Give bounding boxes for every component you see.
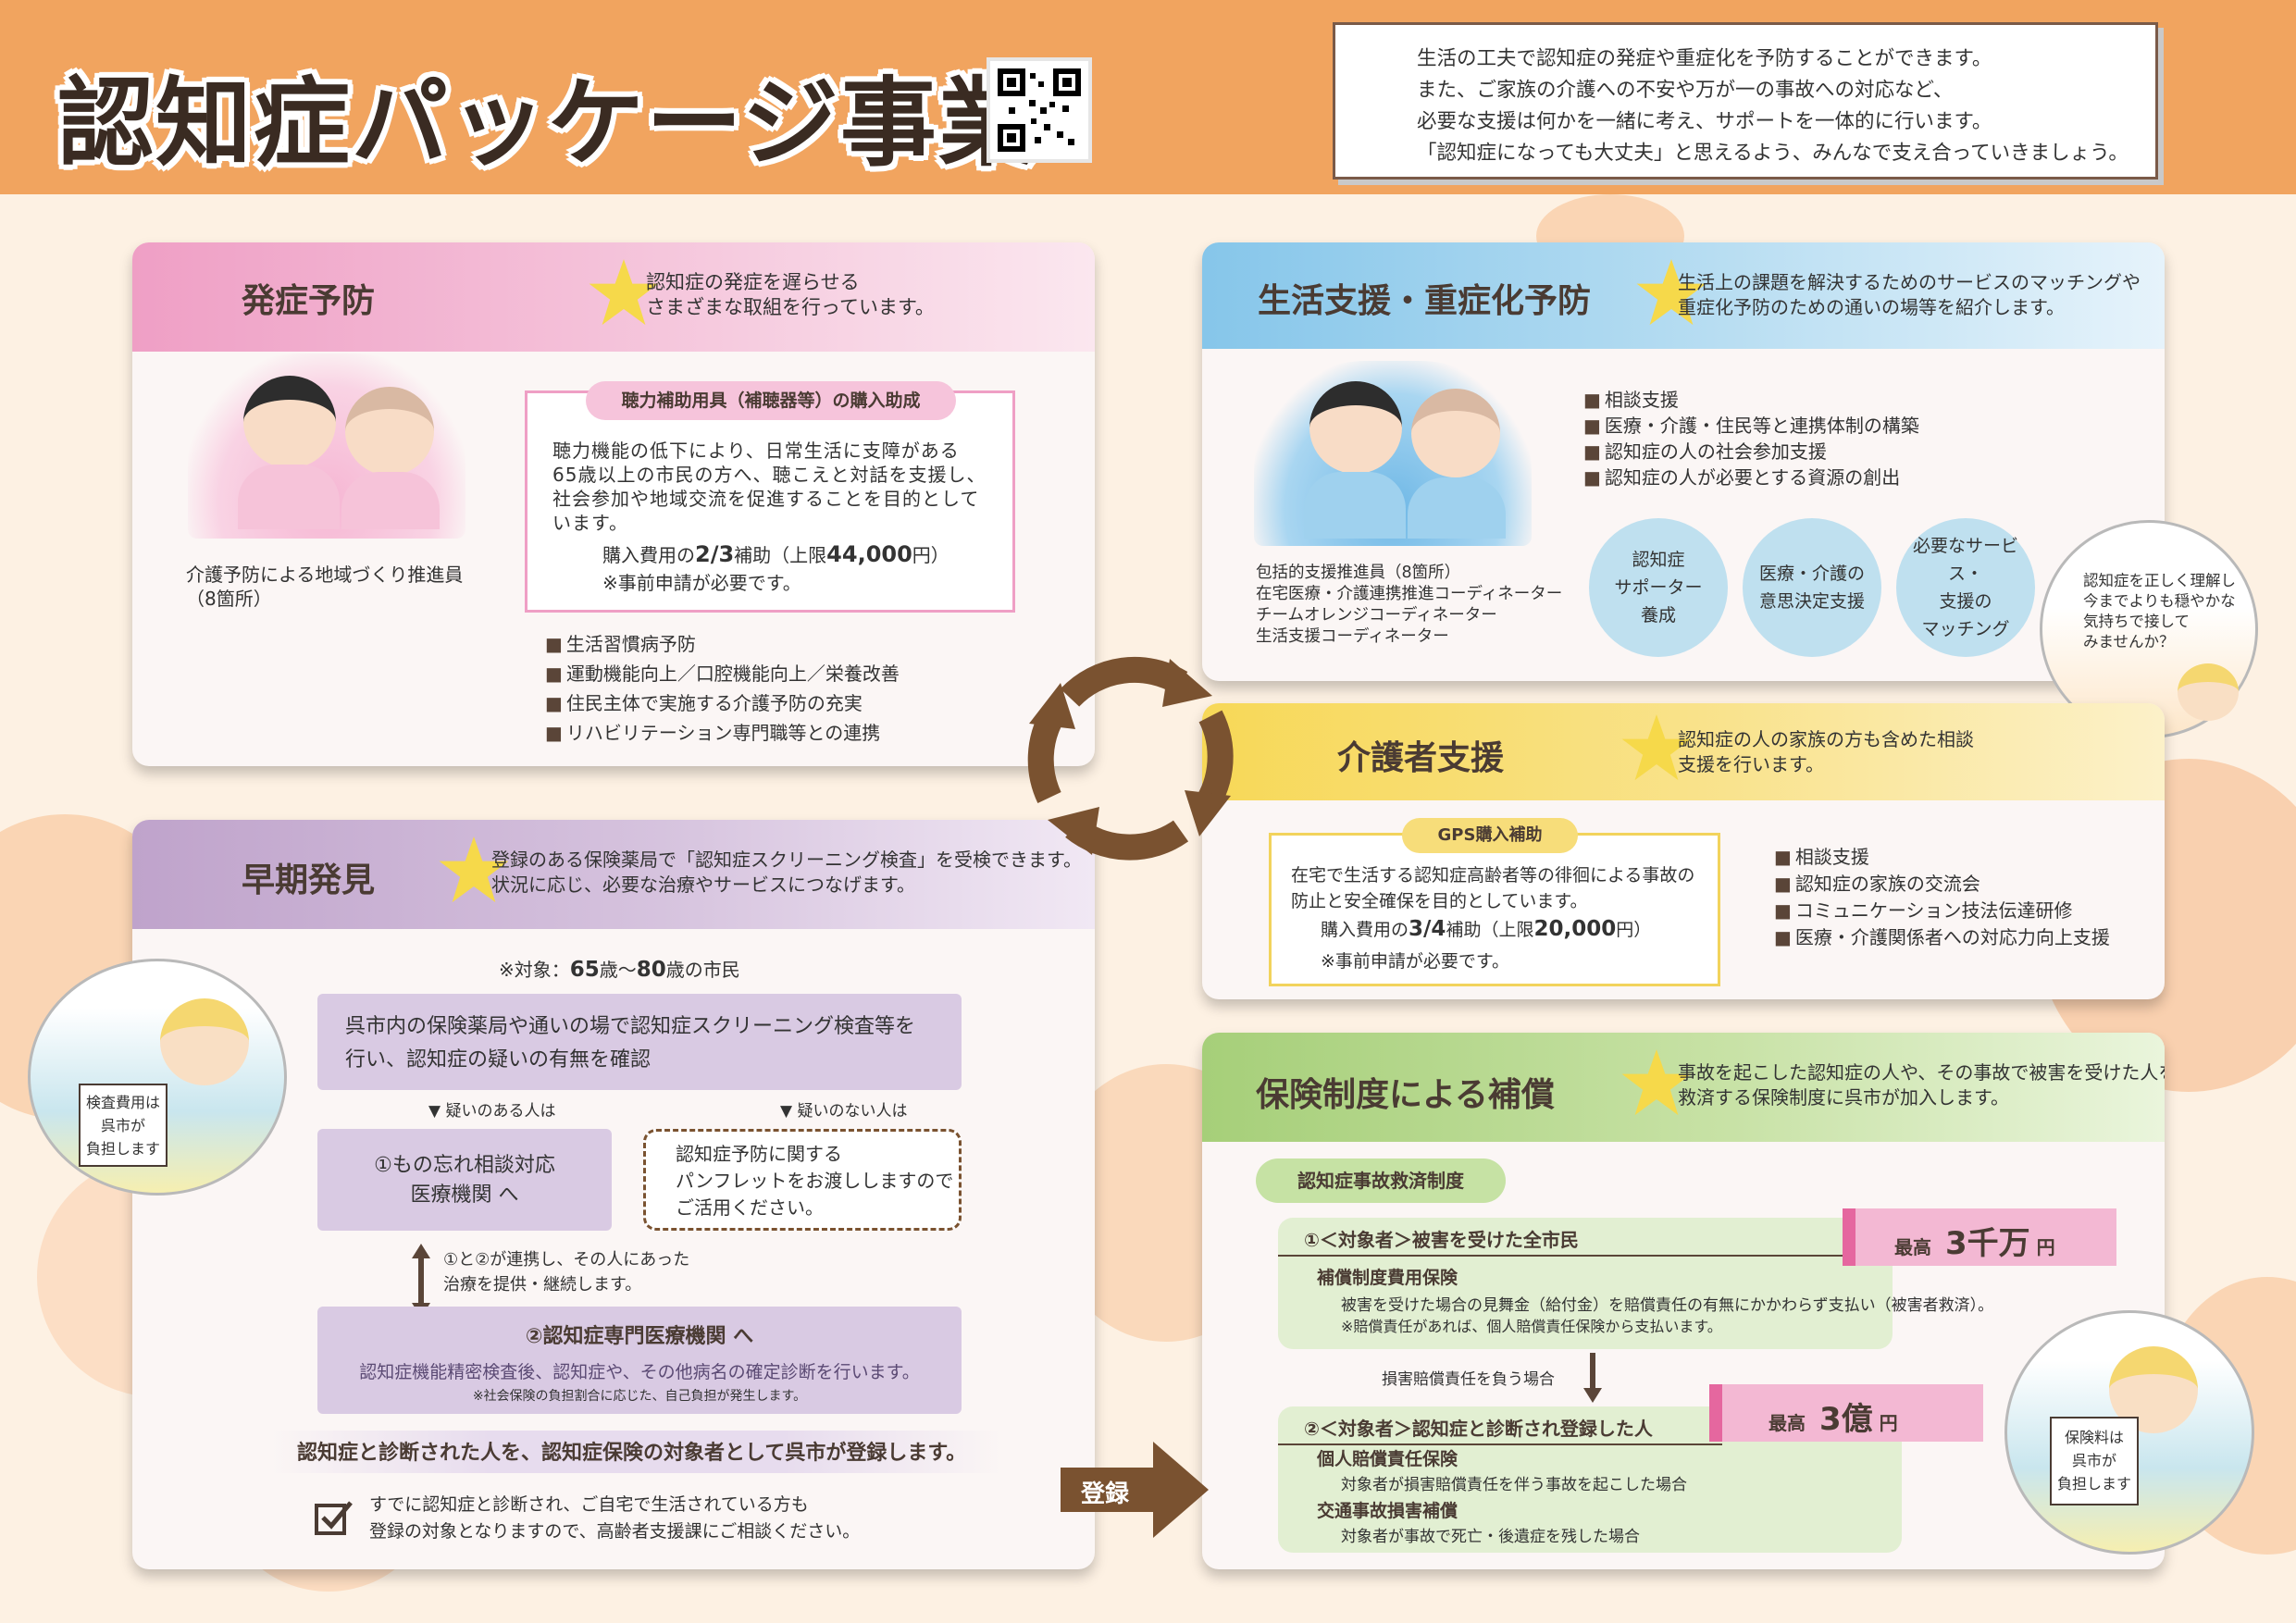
case1-body: 被害を受けた場合の見舞金（給付金）を賠償責任の有無にかかわらず支払い（被害者救済… xyxy=(1341,1296,1994,1315)
qr-code[interactable] xyxy=(987,57,1092,163)
branch-yes: ▼ 疑いのある人は xyxy=(428,1102,556,1121)
case2-sub2: 交通事故損害補償 xyxy=(1317,1501,1458,1521)
case2-body2: 対象者が事故で死亡・後遺症を残した場合 xyxy=(1341,1528,1640,1546)
early-header xyxy=(132,820,1095,929)
prevention-desc: 認知症の発症を遅らせる さまざまな取組を行っています。 xyxy=(646,271,935,318)
star-icon xyxy=(1636,259,1706,326)
link-note: ①と②が連携し、その人にあった 治療を提供・継続します。 xyxy=(443,1250,690,1295)
case1-title: ①＜対象者＞被害を受けた全市民 xyxy=(1304,1229,1579,1251)
early-detection-panel: 早期発見 登録のある保険薬局で「認知症スクリーニング検査」を受検できます。 状況… xyxy=(132,820,1095,1569)
staff-illustration xyxy=(188,353,465,539)
early-title: 早期発見 xyxy=(242,861,376,899)
star-icon xyxy=(1621,1049,1692,1116)
qr-code-icon xyxy=(998,68,1081,152)
gps-body: 在宅で生活する認知症高齢者等の徘徊による事故の 防止と安全確保を目的としています… xyxy=(1291,865,1695,911)
staff-face-icon xyxy=(345,387,434,476)
case1-note: ※賠償責任があれば、個人賠償責任保険から支払います。 xyxy=(1341,1318,1722,1335)
hearing-aid-body: 聴力機能の低下により、日常生活に支障がある 65歳以上の市民の方へ、聴こえと対話… xyxy=(552,440,987,534)
early-desc: 登録のある保険薬局で「認知症スクリーニング検査」を受検できます。 状況に応じ、必… xyxy=(491,849,1082,896)
life-support-desc: 生活上の課題を解決するためのサービスのマッチングや 重症化予防のための通いの場等… xyxy=(1678,271,2141,318)
cycle-arrows-icon xyxy=(1027,656,1234,861)
insurance-tag: 認知症事故救済制度 xyxy=(1256,1158,1506,1203)
case2-max: 最高 3億 円 xyxy=(1709,1384,1983,1442)
star-icon xyxy=(1621,714,1692,781)
life-support-title: 生活支援・重症化予防 xyxy=(1258,282,1592,320)
insurance-desc: 事故を起こした認知症の人や、その事故で被害を受けた人を 救済する保険制度に呉市が… xyxy=(1678,1061,2165,1109)
staff-face-icon xyxy=(1411,389,1500,477)
circle-supporter-training: 認知症 サポーター 養成 xyxy=(1589,518,1728,657)
memory-clinic-step: ①もの忘れ相談対応 医療機関 へ xyxy=(317,1129,612,1231)
caregiver-header xyxy=(1202,703,2165,800)
gps-subsidy: 購入費用の3/4補助（上限20,000円） xyxy=(1321,917,1652,941)
branch-no: ▼ 疑いのない人は xyxy=(780,1102,908,1121)
intro-message: 生活の工夫で認知症の発症や重症化を予防することができます。 また、ご家族の介護へ… xyxy=(1333,22,2158,180)
hearing-aid-note: ※事前申請が必要です。 xyxy=(602,572,801,594)
case2-title: ②＜対象者＞認知症と診断され登録した人 xyxy=(1304,1418,1653,1440)
pamphlet-box: 認知症予防に関する パンフレットをお渡ししますので ご活用ください。 xyxy=(643,1129,962,1231)
caregiver-bullets: 相談支援 認知症の家族の交流会 コミュニケーション技法伝達研修 医療・介護関係者… xyxy=(1774,844,2110,951)
right-arrow-icon xyxy=(1061,1442,1209,1538)
case1-max: 最高 3千万 円 xyxy=(1843,1208,2116,1266)
cupid-bubble: 認知症を正しく理解し 今までよりも穏やかな 気持ちで接して みませんか？ xyxy=(2040,520,2258,738)
register-arrow: 登録 xyxy=(1061,1442,1209,1538)
staff-face-icon xyxy=(243,376,336,468)
character-bubble: 検査費用は 呉市が 負担します xyxy=(28,959,287,1196)
cupid-icon xyxy=(2178,663,2239,721)
down-arrow-icon xyxy=(1583,1353,1602,1403)
premium-sign: 保険料は 呉市が 負担します xyxy=(2050,1417,2139,1505)
life-support-panel: 生活支援・重症化予防 生活上の課題を解決するためのサービスのマッチングや 重症化… xyxy=(1202,242,2165,681)
caregiver-desc: 認知症の人の家族の方も含めた相談 支援を行います。 xyxy=(1678,728,1974,775)
life-support-bullets: 相談支援 医療・介護・住民等と連携体制の構築 認知症の人の社会参加支援 認知症の… xyxy=(1583,387,1919,490)
check-note: すでに認知症と診断され、ご自宅で生活されている方も 登録の対象となりますので、高… xyxy=(369,1494,861,1542)
checkup-sign: 検査費用は 呉市が 負担します xyxy=(79,1084,168,1167)
double-arrow-icon xyxy=(412,1244,430,1318)
caregiver-panel: 介護者支援 認知症の人の家族の方も含めた相談 支援を行います。 GPS購入補助 … xyxy=(1202,703,2165,999)
insurance-header xyxy=(1202,1033,2165,1142)
prevention-caption: 介護予防による地域づくり推進員 （8箇所） xyxy=(186,564,464,610)
checkbox-icon xyxy=(315,1501,353,1535)
register-note: 認知症と診断された人を、認知症保険の対象者として呉市が登録します。 xyxy=(297,1442,967,1465)
gps-note: ※事前申請が必要です。 xyxy=(1321,951,1510,972)
staff-face-icon xyxy=(1309,381,1402,474)
caregiver-title: 介護者支援 xyxy=(1337,739,1505,777)
star-icon xyxy=(439,836,509,903)
insurance-character-bubble: 保険料は 呉市が 負担します xyxy=(2004,1310,2254,1555)
specialist-step: ②認知症専門医療機関 へ 認知症機能精密検査後、認知症や、その他病名の確定診断を… xyxy=(317,1307,962,1414)
staff-illustration xyxy=(1254,361,1532,546)
circle-service-matching: 必要なサービス・ 支援の マッチング xyxy=(1896,518,2035,657)
circle-decision-support: 医療・介護の 意思決定支援 xyxy=(1743,518,1881,657)
star-icon xyxy=(589,259,659,326)
case1-box xyxy=(1278,1218,1893,1349)
screening-step: 呉市内の保険薬局や通いの場で認知症スクリーニング検査等を 行い、認知症の疑いの有… xyxy=(317,994,962,1090)
case1-sub: 補償制度費用保険 xyxy=(1317,1268,1458,1288)
insurance-title: 保険制度による補償 xyxy=(1256,1076,1555,1114)
prevention-panel: 発症予防 認知症の発症を遅らせる さまざまな取組を行っています。 介護予防による… xyxy=(132,242,1095,766)
hearing-aid-subsidy: 購入費用の2/3補助（上限44,000円） xyxy=(602,541,949,567)
hearing-aid-tag: 聴力補助用具（補聴器等）の購入助成 xyxy=(586,381,956,420)
case2-sub1: 個人賠償責任保険 xyxy=(1317,1449,1458,1469)
between-note: 損害賠償責任を負う場合 xyxy=(1382,1370,1555,1389)
gps-tag: GPS購入補助 xyxy=(1402,818,1578,853)
early-target: ※対象：65歳～80歳の市民 xyxy=(499,958,740,982)
character-icon xyxy=(160,998,249,1085)
life-support-caption: 包括的支援推進員（8箇所） 在宅医療・介護連携推進コーディネーター チームオレン… xyxy=(1256,564,1563,646)
page-title: 認知症パッケージ事業 xyxy=(57,67,1036,180)
character-icon xyxy=(2109,1346,2198,1433)
case2-body1: 対象者が損害賠償責任を伴う事故を起こした場合 xyxy=(1341,1476,1687,1494)
prevention-title: 発症予防 xyxy=(242,282,376,320)
insurance-panel: 保険制度による補償 事故を起こした認知症の人や、その事故で被害を受けた人を 救済… xyxy=(1202,1033,2165,1569)
prevention-bullets: 生活習慣病予防 運動機能向上／口腔機能向上／栄養改善 住民主体で実施する介護予防… xyxy=(545,629,900,748)
